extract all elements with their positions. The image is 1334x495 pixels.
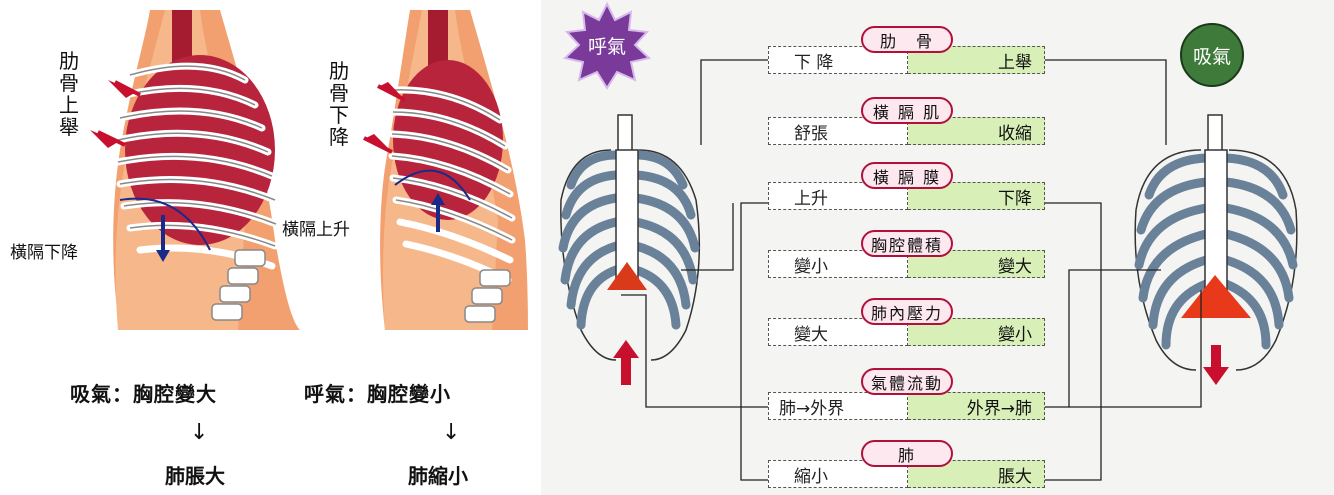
- category-pill: 肺: [861, 440, 953, 467]
- diaphragm-lower-label: 橫隔下降: [10, 238, 78, 263]
- side-view-panel: 肋骨上舉 橫隔下降 肋骨下降 橫隔上升 吸氣：胸腔變大 呼氣：胸腔變小 ↓ ↓ …: [0, 0, 530, 495]
- inhale-ribcage: [1135, 115, 1297, 385]
- category-pill: 橫 膈 肌: [861, 97, 953, 124]
- inhale-down-arrow: [1203, 345, 1229, 385]
- exhale-value: 肺→外界: [768, 392, 908, 420]
- exhale-ribcage: [561, 115, 700, 385]
- inhale-figure: [90, 10, 300, 330]
- exhale-result: 肺縮小: [408, 460, 468, 489]
- category-pill: 氣體流動: [861, 368, 953, 395]
- exhale-badge: 呼氣: [585, 32, 629, 58]
- inhale-caption: 吸氣：胸腔變大: [70, 378, 217, 407]
- category-pill: 肺內壓力: [861, 298, 953, 325]
- exhale-down-arrow: ↓: [442, 420, 460, 445]
- rib-lower-label: 肋骨下降: [328, 60, 350, 148]
- exhale-figure: [364, 10, 528, 330]
- category-pill: 橫 膈 膜: [861, 162, 953, 189]
- category-pill: 胸腔體積: [861, 230, 953, 257]
- diaphragm-rise-label: 橫隔上升: [282, 215, 350, 240]
- inhale-value: 外界→肺: [908, 392, 1045, 420]
- inhale-down-arrow: ↓: [190, 420, 208, 445]
- rib-raise-label: 肋骨上舉: [58, 50, 80, 138]
- inhale-badge: 吸氣: [1190, 42, 1234, 68]
- exhale-up-arrow: [613, 340, 639, 385]
- exhale-caption: 呼氣：胸腔變小: [304, 378, 451, 407]
- category-pill: 肋 骨: [861, 26, 953, 53]
- inhale-result: 肺脹大: [165, 460, 225, 489]
- comparison-panel: 呼氣 吸氣 下 降 上舉 肋 骨 舒張 收縮 橫 膈 肌 上升 下降 橫 膈 膜…: [541, 0, 1334, 495]
